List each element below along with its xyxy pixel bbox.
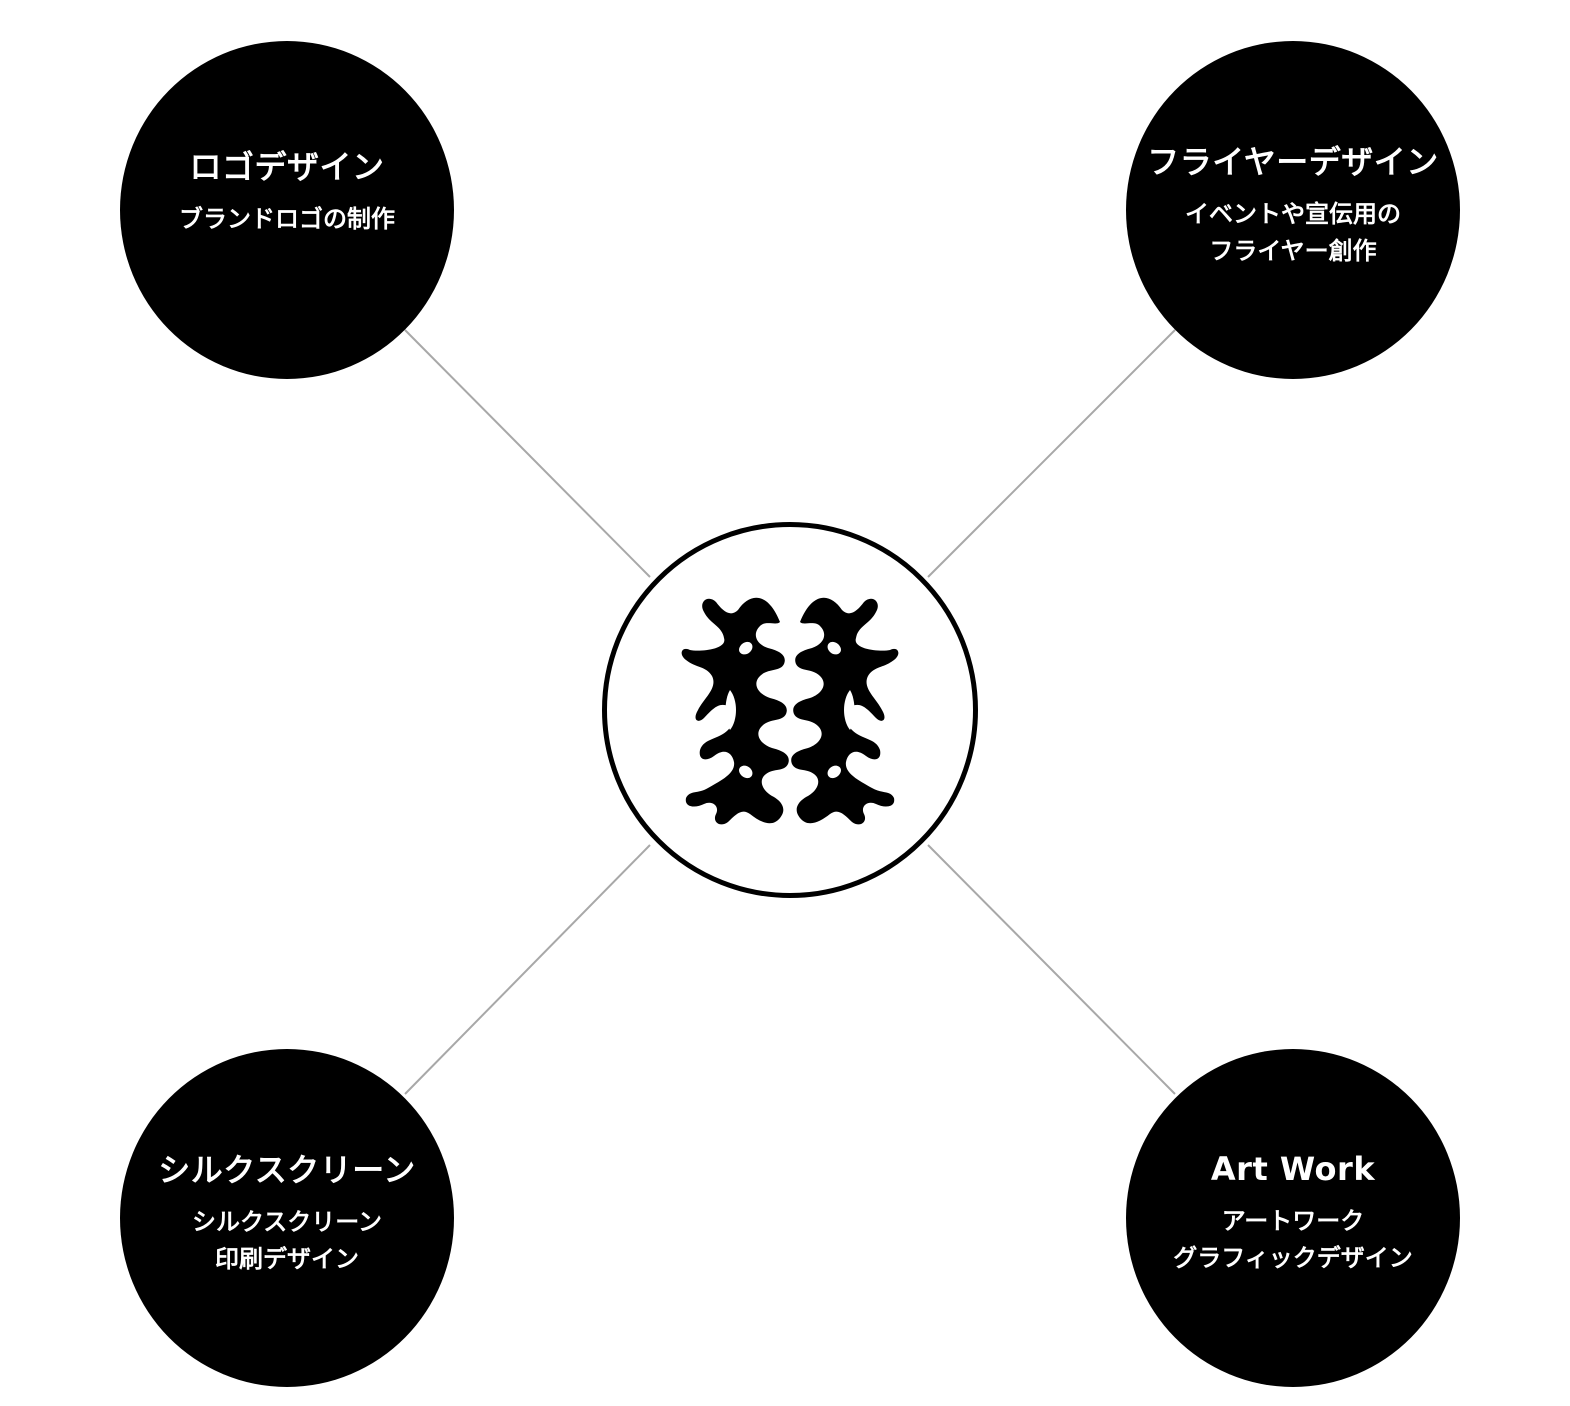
center-logo xyxy=(602,522,978,898)
node-subtitle: シルクスクリーン 印刷デザイン xyxy=(192,1204,382,1278)
node-subtitle-line: グラフィックデザイン xyxy=(1173,1244,1413,1272)
node-subtitle-line: 印刷デザイン xyxy=(215,1245,359,1273)
node-silkscreen: シルクスクリーン シルクスクリーン 印刷デザイン xyxy=(120,1049,454,1387)
node-subtitle-line: フライヤー創作 xyxy=(1209,237,1377,265)
connector-flyer xyxy=(927,329,1176,578)
node-subtitle-line: ブランドロゴの制作 xyxy=(179,204,395,233)
connector-silkscreen xyxy=(404,844,651,1095)
node-logo-design: ロゴデザイン ブランドロゴの制作 xyxy=(120,41,454,379)
node-art-work: Art Work アートワーク グラフィックデザイン xyxy=(1126,1049,1460,1387)
node-subtitle-line: イベントや宣伝用の xyxy=(1185,200,1401,228)
node-subtitle-line: シルクスクリーン xyxy=(191,1208,383,1236)
node-subtitle: アートワーク グラフィックデザイン xyxy=(1173,1203,1413,1277)
node-subtitle: ブランドロゴの制作 xyxy=(179,201,395,238)
node-subtitle: イベントや宣伝用の フライヤー創作 xyxy=(1185,196,1401,270)
node-title: フライヤーデザイン xyxy=(1147,143,1439,181)
connector-logo xyxy=(404,329,651,578)
node-flyer-design: フライヤーデザイン イベントや宣伝用の フライヤー創作 xyxy=(1126,41,1460,379)
node-title: Art Work xyxy=(1210,1150,1376,1188)
node-title: ロゴデザイン xyxy=(189,147,385,186)
node-title: シルクスクリーン xyxy=(158,1151,416,1189)
ink-blot-icon xyxy=(681,597,899,825)
connector-art-work xyxy=(927,844,1176,1095)
node-subtitle-line: アートワーク xyxy=(1221,1207,1365,1235)
